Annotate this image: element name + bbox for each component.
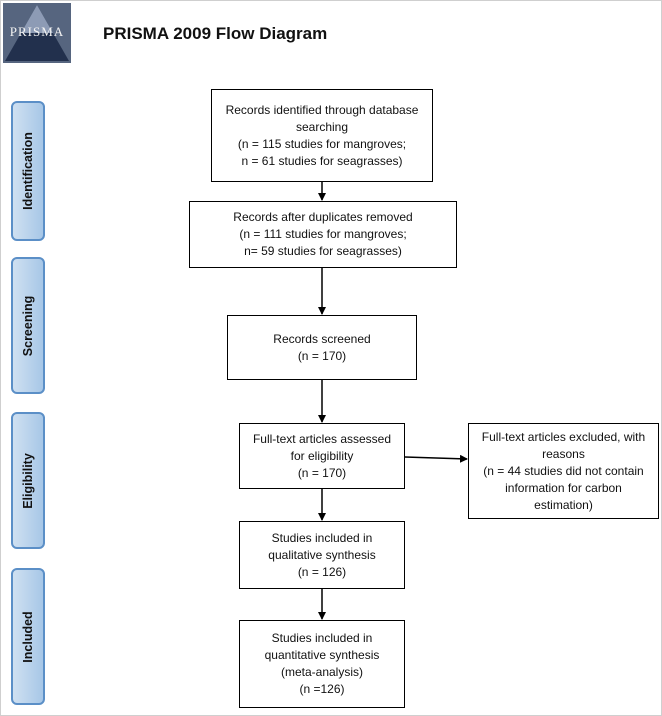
box-text: (n = 115 studies for mangroves;: [237, 136, 407, 151]
box-quantitative-synthesis: Studies included in quantitative synthes…: [239, 620, 405, 708]
logo-triangle-icon: [3, 3, 71, 63]
box-text: Records identified through database: [225, 102, 419, 117]
box-records-screened: Records screened (n = 170): [227, 315, 417, 380]
phase-screening: Screening: [11, 257, 45, 394]
box-text: Full-text articles excluded, with: [481, 429, 646, 444]
box-text: Records screened: [273, 331, 371, 346]
box-text: estimation): [534, 497, 593, 512]
box-text: Studies included in: [271, 530, 373, 545]
box-text: for eligibility: [290, 448, 354, 463]
box-text: reasons: [542, 446, 585, 461]
box-text: Records after duplicates removed: [233, 210, 413, 224]
prisma-logo: PRISMA: [3, 3, 71, 63]
box-text: (n = 44 studies did not contain: [483, 463, 644, 478]
box-text: information for carbon: [505, 480, 622, 495]
box-text: (meta-analysis): [280, 665, 364, 679]
box-text: n= 59 studies for seagrasses): [244, 244, 402, 258]
box-text: (n = 126): [297, 564, 347, 579]
box-records-deduplicated: Records after duplicates removed (n = 11…: [189, 201, 457, 268]
box-text: n = 61 studies for seagrasses): [241, 153, 403, 168]
box-fulltext-excluded: Full-text articles excluded, with reason…: [468, 423, 659, 519]
box-text: (n =126): [299, 682, 345, 696]
box-text: searching: [295, 119, 349, 134]
box-text: quantitative synthesis: [264, 648, 380, 662]
phase-eligibility: Eligibility: [11, 412, 45, 549]
box-fulltext-assessed: Full-text articles assessed for eligibil…: [239, 423, 405, 489]
box-text: (n = 170): [297, 348, 347, 363]
box-text: Studies included in: [271, 631, 373, 645]
logo-text: PRISMA: [9, 24, 65, 39]
page-title: PRISMA 2009 Flow Diagram: [103, 24, 328, 43]
box-text: Full-text articles assessed: [252, 431, 392, 446]
box-records-identified: Records identified through database sear…: [211, 89, 433, 182]
box-text: qualitative synthesis: [268, 547, 376, 562]
box-text: (n = 111 studies for mangroves;: [239, 227, 407, 241]
arrow-fulltext-to-excluded: [404, 454, 468, 463]
box-qualitative-synthesis: Studies included in qualitative synthesi…: [239, 521, 405, 589]
box-text: (n = 170): [297, 465, 347, 480]
phase-included: Included: [11, 568, 45, 705]
phase-identification: Identification: [11, 101, 45, 241]
